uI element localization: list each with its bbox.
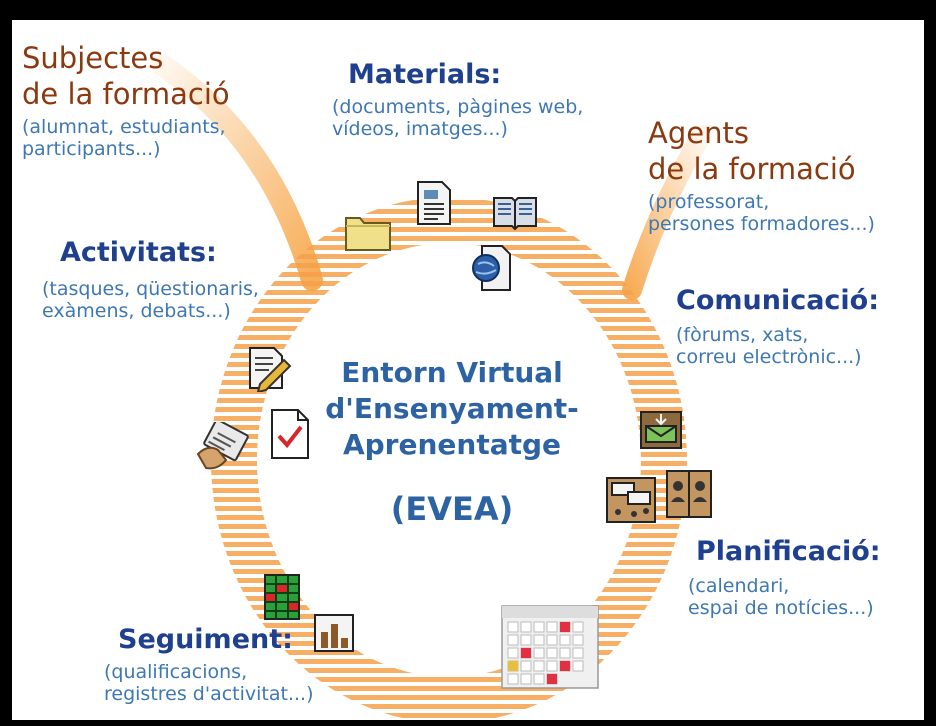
- subjectes-detail-line-2: participants...): [22, 138, 161, 160]
- forum-icon: [606, 477, 656, 523]
- center-title-line-2: d'Ensenyament-: [325, 392, 579, 425]
- checkmark-document-icon: [271, 409, 309, 459]
- center-title-line-1: Entorn Virtual: [341, 356, 563, 389]
- seguiment-detail-line-2: registres d'activitat...): [104, 683, 314, 705]
- agents-detail-line-2: persones formadores...): [648, 213, 875, 235]
- subjectes-title-line-1: Subjectes: [22, 41, 164, 75]
- globe-document-icon: [472, 245, 511, 291]
- agents-title-line-1: Agents: [648, 116, 749, 150]
- bar-chart-icon: [314, 614, 354, 652]
- activitats-detail-line-2: exàmens, debats...): [42, 300, 231, 322]
- diagram-canvas: Subjectes de la formació (alumnat, estud…: [12, 20, 924, 720]
- chat-icon: [666, 470, 712, 518]
- planificacio-detail-line-1: (calendari,: [688, 575, 790, 597]
- evea-center-title: Entorn Virtual d'Ensenyament- Aprenentat…: [302, 355, 602, 527]
- edit-document-icon: [249, 347, 292, 392]
- comunicacio-detail-line-2: correu electrònic...): [676, 346, 862, 368]
- clipboard-hand-icon: [196, 422, 249, 470]
- materials-detail-line-1: (documents, pàgines web,: [332, 96, 584, 118]
- planificacio-detail-line-2: espai de notícies...): [688, 597, 874, 619]
- comunicacio-detail-line-1: (fòrums, xats,: [676, 324, 809, 346]
- folder-icon: [345, 217, 391, 251]
- planificacio-section: Planificació: (calendari, espai de notíc…: [688, 535, 881, 619]
- subjectes-section: Subjectes de la formació (alumnat, estud…: [22, 40, 230, 160]
- subjectes-detail-line-1: (alumnat, estudiants,: [22, 116, 226, 138]
- book-icon: [493, 197, 537, 231]
- materials-detail-line-2: vídeos, imatges...): [332, 118, 508, 140]
- seguiment-detail-line-1: (qualificacions,: [104, 661, 248, 683]
- seguiment-title: Seguiment:: [118, 624, 293, 655]
- comunicacio-title: Comunicació:: [676, 285, 880, 316]
- agents-section: Agents de la formació (professorat, pers…: [648, 115, 875, 235]
- document-icon: [417, 181, 451, 225]
- materials-section: Materials: (documents, pàgines web, víde…: [332, 58, 583, 140]
- spreadsheet-icon: [264, 574, 300, 620]
- subjectes-title-line-2: de la formació: [22, 77, 230, 111]
- mail-icon: [640, 411, 682, 449]
- planificacio-title: Planificació:: [696, 536, 881, 567]
- activitats-title: Activitats:: [60, 237, 217, 268]
- center-title-line-3: Aprenentatge: [342, 428, 562, 461]
- materials-title: Materials:: [348, 59, 502, 90]
- agents-title-line-2: de la formació: [648, 152, 856, 186]
- calendar-icon: [501, 605, 599, 689]
- seguiment-section: Seguiment: (qualificacions, registres d'…: [104, 623, 314, 705]
- comunicacio-section: Comunicació: (fòrums, xats, correu elect…: [676, 284, 879, 368]
- activitats-detail-line-1: (tasques, qüestionaris,: [42, 278, 259, 300]
- agents-detail-line-1: (professorat,: [648, 191, 770, 213]
- center-abbreviation: (EVEA): [390, 490, 514, 528]
- activitats-section: Activitats: (tasques, qüestionaris, exàm…: [42, 236, 259, 322]
